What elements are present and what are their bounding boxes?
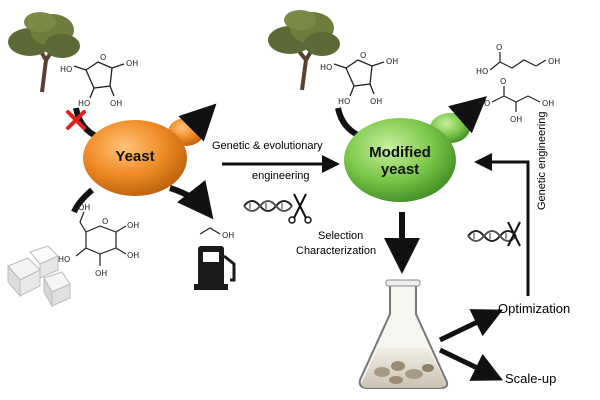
blocked-cross-icon [66, 110, 86, 130]
glucose-icon: OH O OH OH OH HO [58, 203, 139, 278]
svg-text:HO: HO [60, 65, 72, 74]
tree-icon [268, 10, 340, 91]
dna-scissors-icon [467, 221, 521, 247]
xylose-icon: HO OH O OH HO [60, 53, 138, 108]
svg-text:OH: OH [110, 99, 122, 108]
modified-yeast-label-line1: Modified [369, 144, 431, 161]
svg-text:O: O [496, 43, 502, 52]
svg-text:OH: OH [542, 99, 554, 108]
svg-text:HO: HO [476, 67, 488, 76]
characterization-label: Characterization [296, 245, 377, 257]
svg-text:HO: HO [338, 97, 350, 106]
svg-text:O: O [102, 217, 108, 226]
engineering-label: engineering [252, 170, 310, 182]
xylose-icon: HO OH O OH HO [320, 51, 398, 106]
modified-yeast-label-line2: yeast [380, 161, 420, 179]
svg-text:HO: HO [478, 99, 490, 108]
svg-text:HO: HO [320, 63, 332, 72]
svg-text:OH: OH [126, 59, 138, 68]
svg-text:OH: OH [127, 221, 139, 230]
svg-text:OH: OH [548, 57, 560, 66]
glucose-uptake-arrow [71, 187, 94, 214]
svg-text:O: O [100, 53, 106, 62]
svg-text:HO: HO [58, 255, 70, 264]
acid-output-arrow [448, 96, 488, 134]
optimization-arrow [438, 309, 504, 343]
svg-text:OH: OH [95, 269, 107, 278]
modified-yeast-label: Modified yeast [352, 144, 448, 179]
sugar-cubes-icon [7, 245, 71, 308]
yeast-output-arrow [178, 103, 217, 142]
ethanol-icon: OH [199, 227, 234, 240]
genetic-engineering-label: Genetic engineering [536, 111, 548, 210]
svg-text:OH: OH [386, 57, 398, 66]
yeast-label: Yeast [115, 148, 155, 165]
dna-scissors-icon [243, 193, 312, 224]
optimization-label: Optimization [498, 301, 571, 316]
genetic-evolutionary-label: Genetic & evolutionary [212, 140, 323, 152]
svg-text:OH: OH [78, 203, 90, 212]
svg-text:OH: OH [370, 97, 382, 106]
svg-text:HO: HO [78, 99, 90, 108]
ethanol-output-arrow [169, 180, 214, 220]
tree-icon [8, 12, 80, 93]
svg-text:OH: OH [510, 115, 522, 124]
feedback-arrow [474, 153, 530, 296]
svg-text:OH: OH [127, 251, 139, 260]
svg-text:O: O [500, 77, 506, 86]
xylose-uptake-arrow [335, 107, 362, 139]
fuel-pump-icon [194, 246, 236, 290]
selection-label: Selection [318, 230, 364, 242]
svg-text:O: O [360, 51, 366, 60]
acid-molecule-icon: HO OH O HO OH O OH [476, 43, 560, 124]
flask-icon [358, 279, 449, 389]
scaleup-arrow [438, 347, 504, 381]
scale-up-label: Scale-up [505, 371, 557, 386]
svg-text:OH: OH [222, 231, 234, 240]
